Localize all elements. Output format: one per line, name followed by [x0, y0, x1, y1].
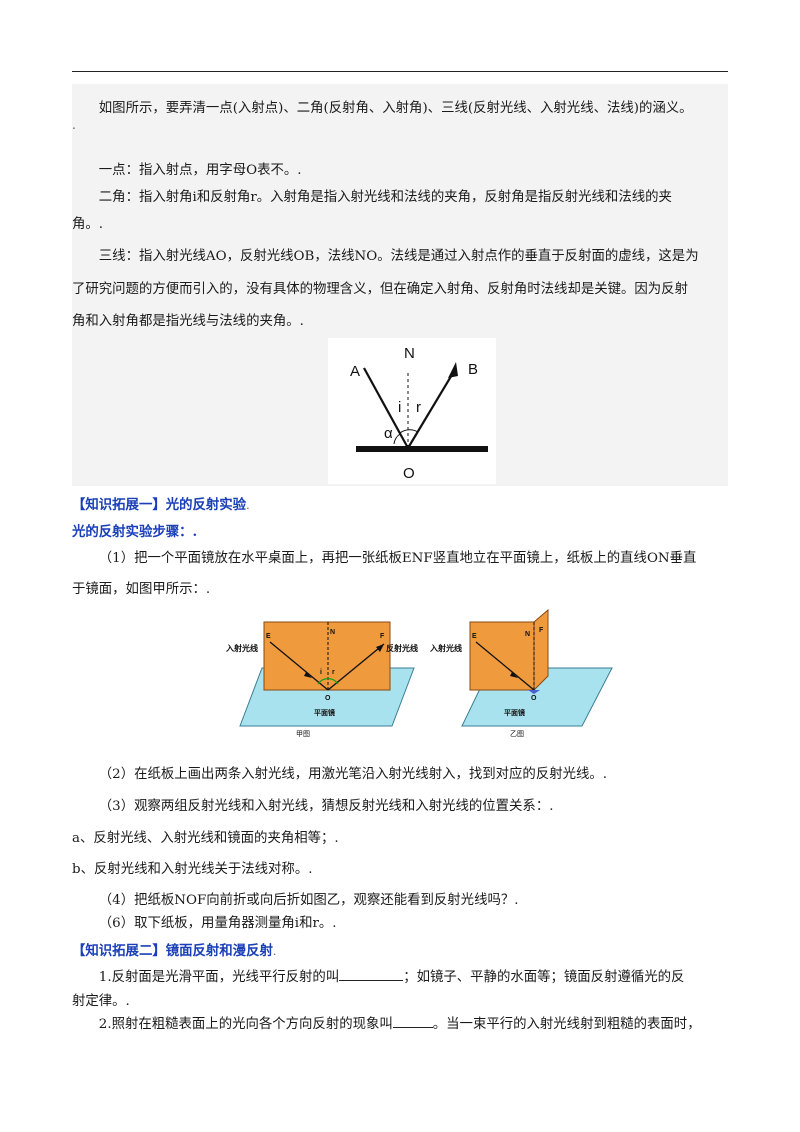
fig-jia-caption: 甲图 [296, 730, 310, 738]
fig-yi-O: O [531, 695, 537, 702]
line-three-line2: 了研究问题的方便而引入的，没有具体的物理含义，但在确定入射角、反射角时法线却是关… [72, 282, 688, 297]
fig-jia-E: E [266, 633, 271, 640]
question1-line1: 1.反射面是光滑平面，光线平行反射的叫；如镜子、平静的水面等；镜面反射遵循光的反 [72, 965, 732, 991]
fig-jia-incident-label: 入射光线 [225, 643, 258, 653]
figure-yi: 入射光线 E N F O 平面镜 乙图 [429, 608, 613, 738]
fig-jia-r: r [332, 669, 335, 676]
step6-text: （6）取下纸板，用量角器测量角i和r。. [98, 916, 337, 931]
step4-text: （4）把纸板NOF向前折或向后折如图乙，观察还能看到反射光线吗？. [98, 893, 519, 908]
step1-line2: 于镜面，如图甲所示：. [72, 582, 211, 597]
step2-text: （2）在纸板上画出两条入射光线，用激光笔沿入射光线射入，找到对应的反射光线。. [98, 767, 608, 782]
angle-two-line2: 角。. [72, 217, 104, 232]
fig-jia-reflected-label: 反射光线 [386, 643, 418, 653]
fig-yi-F: F [539, 627, 544, 634]
angle-two-line1: 二角：指入射角i和反射角r。入射角是指入射光线和法线的夹角，反射角是指反射光线和… [98, 190, 672, 205]
fig-jia-i: i [320, 669, 322, 676]
fig-yi-mirror: 平面镜 [504, 708, 525, 717]
point-one-text: 一点：指入射点，用字母O表不。. [98, 163, 302, 178]
figure-jia: 入射光线 反射光线 E N F i r O 平面镜 甲图 [225, 621, 418, 738]
header-rule [72, 71, 728, 72]
label-N: N [404, 345, 415, 362]
label-alpha: α [384, 425, 393, 442]
question2-line1: 2.照射在粗糙表面上的光向各个方向反射的现象叫。当一束平行的入射光线射到粗糙的表… [72, 1012, 732, 1038]
ext1-subheading: 光的反射实验步骤：. [72, 524, 198, 540]
fig-jia-N: N [330, 629, 335, 636]
fig-yi-incident-label: 入射光线 [429, 643, 462, 653]
label-O: O [403, 465, 415, 482]
reflection-diagram: A N B i r α O [328, 338, 496, 484]
fig-jia-mirror: 平面镜 [314, 708, 335, 717]
line-three-line3: 角和入射角都是指光线与法线的夹角。. [72, 314, 304, 329]
question1-line2: 射定律。. [72, 994, 130, 1009]
fig-yi-caption: 乙图 [510, 730, 524, 738]
fig-yi-N: N [525, 631, 530, 638]
question2-blank[interactable] [392, 1013, 433, 1028]
fig-jia-O: O [325, 695, 331, 702]
item-a-text: a、反射光线、入射光线和镜面的夹角相等；. [72, 831, 339, 846]
step1-line1: （1）把一个平面镜放在水平桌面上，再把一张纸板ENF竖直地立在平面镜上，纸板上的… [98, 551, 697, 566]
line-three-line1: 三线：指入射光线AO，反射光线OB，法线NO。法线是通过入射点作的垂直于反射面的… [98, 249, 699, 264]
step3-text: （3）观察两组反射光线和入射光线，猜想反射光线和入射光线的位置关系：. [98, 799, 554, 814]
label-r: r [416, 399, 421, 416]
question1-blank[interactable] [339, 966, 404, 981]
ext2-heading: 【知识拓展二】镜面反射和漫反射. [72, 943, 277, 959]
label-i: i [398, 399, 401, 416]
label-B: B [468, 361, 478, 378]
intro-tail: . [72, 118, 76, 132]
fig-yi-E: E [472, 633, 477, 640]
ext1-heading: 【知识拓展一】光的反射实验. [72, 497, 250, 513]
label-A: A [350, 363, 360, 380]
fig-jia-F: F [380, 633, 385, 640]
intro-text: 如图所示，要弄清一点(入射点)、二角(反射角、入射角)、三线(反射光线、入射光线… [98, 101, 693, 116]
item-b-text: b、反射光线和入射光线关于法线对称。. [72, 862, 313, 877]
